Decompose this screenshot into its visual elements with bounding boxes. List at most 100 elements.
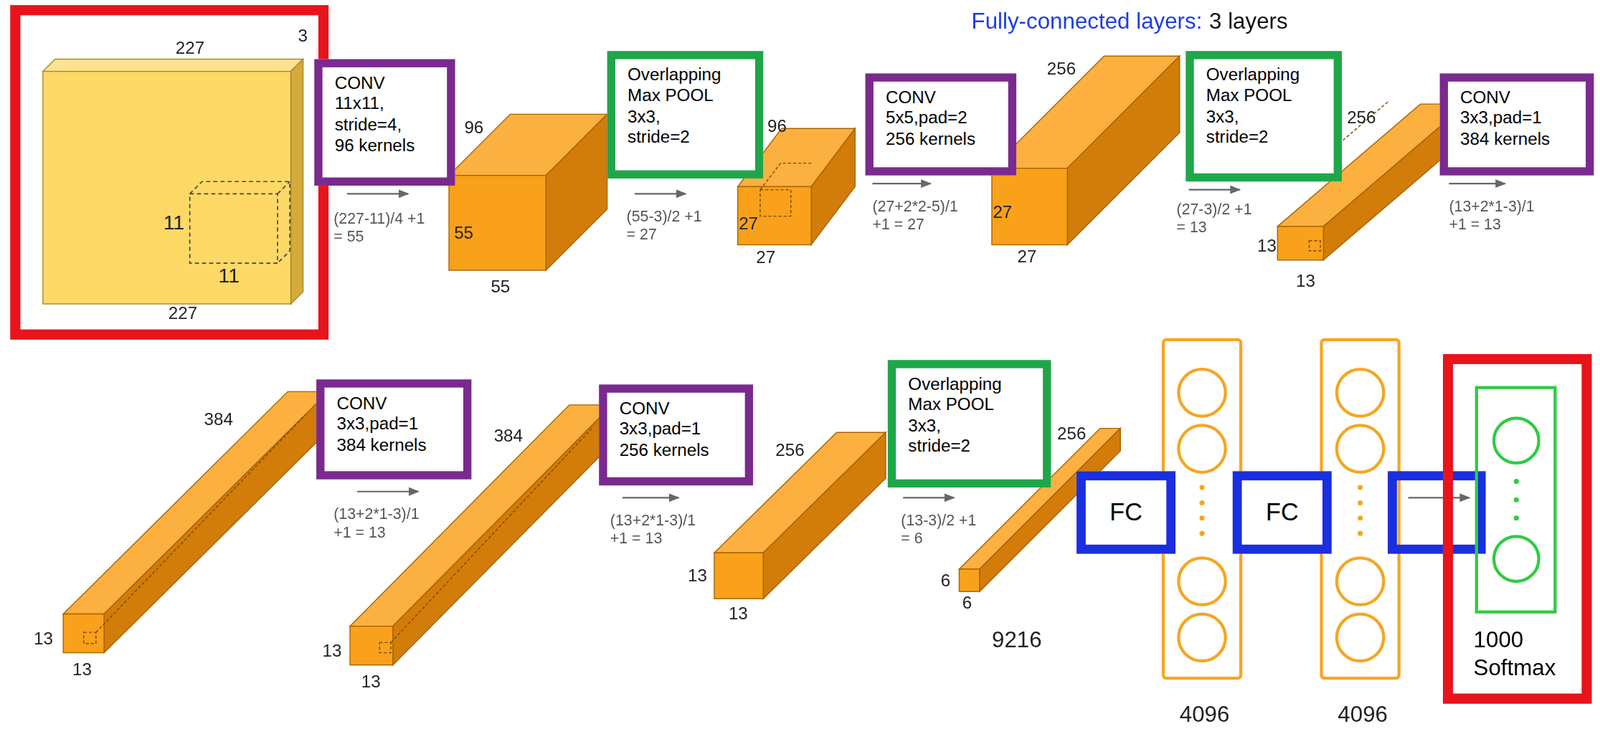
neuron-dots: [1513, 479, 1519, 521]
conv-layer-box: CONV 3x3,pad=1 384 kernels: [1440, 73, 1595, 175]
fc-highlight-box: [1392, 476, 1481, 550]
fc-layer-column: [1178, 369, 1225, 416]
heading-label: Fully-connected layers:: [971, 7, 1203, 36]
fc-layer-column: [1336, 557, 1384, 605]
kernel-window: [190, 181, 290, 264]
flow-arrows: [634, 192, 686, 195]
flow-arrows: [1448, 182, 1505, 185]
formula-label: (55-3)/2 +1 = 27: [626, 207, 709, 244]
formula-label: (13+2*1-3)/1 +1 = 13: [333, 504, 431, 542]
layer-label: CONV 11x11, stride=4, 96 kernels: [334, 73, 422, 157]
neuron-dots: [1199, 500, 1205, 506]
dimension-label: 227: [168, 304, 198, 325]
dimension-label: 27: [738, 214, 759, 236]
fc-layer-column: [1336, 614, 1384, 662]
layer-label: Overlapping Max POOL 3x3, stride=2: [1206, 65, 1304, 149]
dimension-label: 256: [1047, 59, 1076, 81]
formula-label: (27-3)/2 +1 = 13: [1176, 200, 1259, 237]
flow-arrows: [622, 496, 679, 499]
layer-label: FC: [1109, 497, 1143, 528]
kernel-window: [379, 642, 391, 653]
neuron-dots: [1199, 485, 1205, 491]
output-label: 1000 Softmax: [1473, 627, 1566, 682]
dimension-label: 27: [755, 248, 776, 269]
size-label: 4096: [1337, 702, 1388, 729]
feature-map-cubes: [714, 552, 764, 599]
softmax-column: [1476, 387, 1556, 613]
fc-layer-column: [1336, 425, 1384, 472]
dimension-label: 384: [204, 410, 234, 432]
formula-label: (27+2*2-5)/1 +1 = 27: [872, 197, 970, 234]
dimension-label: 27: [1017, 246, 1038, 268]
layer-label: CONV 3x3,pad=1 384 kernels: [337, 393, 432, 457]
kernel-window: [1308, 240, 1321, 252]
dimension-label: 256: [775, 441, 804, 462]
feature-map-cubes: [63, 614, 104, 654]
neuron-dots: [1513, 479, 1519, 485]
flow-arrows: [872, 182, 931, 185]
dimension-label: 55: [490, 277, 510, 299]
flow-arrows: [1408, 496, 1470, 499]
neuron-dots: [1513, 515, 1519, 521]
dimension-label: 13: [72, 660, 92, 682]
neuron-dots: [1199, 531, 1205, 537]
feature-map-cubes: [448, 175, 546, 271]
feature-map-cubes: [63, 391, 329, 614]
dimension-label: 13: [1295, 271, 1316, 292]
softmax-output-box: 1000 Softmax: [1442, 354, 1593, 705]
layer-label: CONV 3x3,pad=1 384 kernels: [1460, 87, 1555, 150]
softmax-column: [1476, 387, 1556, 613]
dimension-label: 96: [767, 116, 787, 137]
dimension-label: 227: [175, 38, 205, 60]
feature-map-cubes: [737, 186, 812, 245]
flow-arrows: [357, 491, 419, 493]
feature-map-cubes: [1277, 226, 1324, 261]
feature-map-cubes: [763, 432, 886, 599]
dimension-label: 13: [33, 629, 54, 651]
input-highlight: [15, 10, 324, 335]
dimension-label: 11: [163, 210, 186, 235]
conv-layer-box: CONV 3x3,pad=1 384 kernels: [316, 379, 472, 480]
kernel-window: [277, 181, 290, 194]
feature-map-cubes: [103, 391, 329, 653]
layer-label: FC: [1265, 497, 1299, 528]
feature-map-cubes: [1067, 55, 1180, 245]
input-image-cube: [43, 71, 292, 305]
layer-label: CONV 5x5,pad=2 256 kernels: [885, 87, 980, 150]
input-image-cube: [43, 59, 304, 305]
fc-layer-column: [1321, 339, 1400, 679]
heading-label: 3 layers: [1209, 7, 1289, 36]
conv-layer-box: CONV 11x11, stride=4, 96 kernels: [314, 59, 455, 186]
size-label: 9216: [991, 627, 1043, 655]
flow-arrows: [347, 192, 409, 195]
dimension-label: 27: [992, 202, 1012, 224]
dimension-label: 13: [322, 641, 343, 663]
feature-map-cubes: [349, 626, 394, 666]
kernel-window: [760, 190, 792, 217]
neuron-dots: [1199, 515, 1205, 521]
feature-map-cubes: [811, 128, 855, 245]
input-image-cube: [291, 59, 304, 305]
feature-map-cubes: [958, 569, 979, 592]
conv-layer-box: CONV 5x5,pad=2 256 kernels: [865, 73, 1017, 175]
dimension-label: 13: [361, 672, 381, 694]
formula-label: (13-3)/2 +1 = 6: [900, 511, 983, 548]
dimension-label: 384: [494, 426, 523, 448]
input-image-cube: [43, 59, 304, 72]
neuron-dots: [1357, 485, 1363, 491]
layer-label: Overlapping Max POOL 3x3, stride=2: [627, 65, 725, 149]
dimension-label: 6: [940, 571, 951, 593]
layer-label: Overlapping Max POOL 3x3, stride=2: [907, 374, 1005, 458]
pool-layer-box: Overlapping Max POOL 3x3, stride=2: [607, 50, 764, 179]
dimension-label: 11: [218, 263, 240, 288]
neuron-dots: [1513, 497, 1519, 503]
fc-layer-column: [1178, 614, 1225, 662]
formula-label: (13+2*1-3)/1 +1 = 13: [1448, 197, 1546, 234]
formula-label: (13+2*1-3)/1 +1 = 13: [610, 511, 708, 548]
kernel-window: [190, 193, 278, 264]
layer-label: CONV 3x3,pad=1 256 kernels: [619, 398, 714, 462]
dimension-label: 96: [464, 118, 484, 140]
size-label: 4096: [1179, 702, 1230, 729]
kernel-window: [96, 414, 307, 633]
